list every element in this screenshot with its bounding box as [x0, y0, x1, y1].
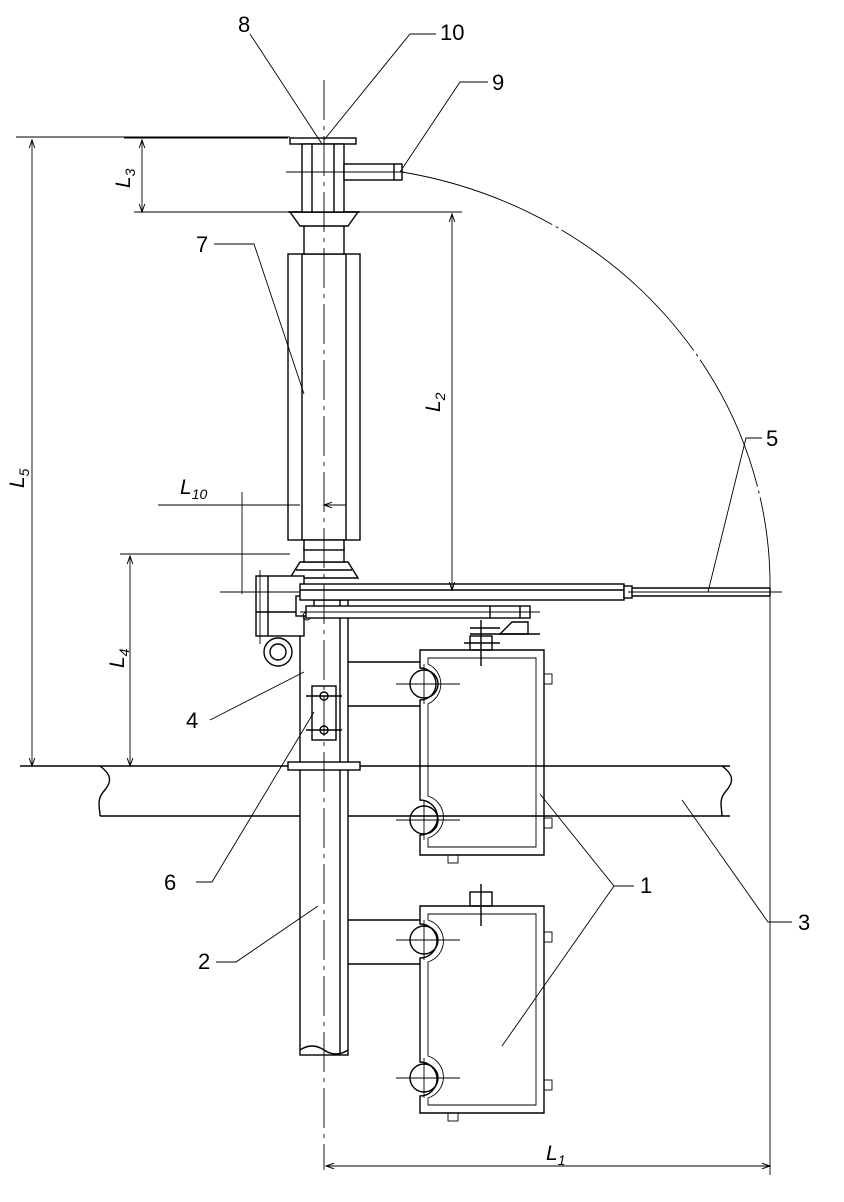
label-l2: L2 [422, 392, 448, 412]
barrier-arm [299, 583, 782, 635]
dimension-l5 [16, 136, 290, 768]
label-l5: L5 [6, 468, 32, 488]
control-box-upper [348, 620, 553, 864]
arm-pivot [244, 570, 315, 667]
label-l1: L1 [546, 1142, 565, 1168]
swing-arc [401, 171, 771, 593]
foundation-slab [20, 765, 733, 817]
dimension-l1 [324, 596, 772, 1175]
callout-8: 8 [238, 12, 250, 37]
callout-4: 4 [186, 708, 198, 733]
callout-7: 7 [196, 232, 208, 257]
label-l4: L4 [106, 648, 132, 668]
callout-1: 1 [640, 873, 652, 898]
callout-10: 10 [440, 20, 464, 45]
callout-3: 3 [798, 910, 810, 935]
dimension-l10 [158, 492, 346, 594]
callout-2: 2 [198, 949, 210, 974]
dimension-l2 [360, 211, 462, 592]
callout-6: 6 [164, 870, 176, 895]
callout-9: 9 [492, 70, 504, 95]
dimension-l4 [120, 553, 290, 768]
dimension-l3 [124, 137, 288, 214]
label-l10: L10 [180, 476, 207, 502]
label-l3: L3 [112, 168, 138, 188]
callout-5: 5 [766, 426, 778, 451]
control-box-lower [348, 884, 553, 1122]
top-head [286, 137, 404, 213]
leader-lines [196, 33, 792, 1047]
